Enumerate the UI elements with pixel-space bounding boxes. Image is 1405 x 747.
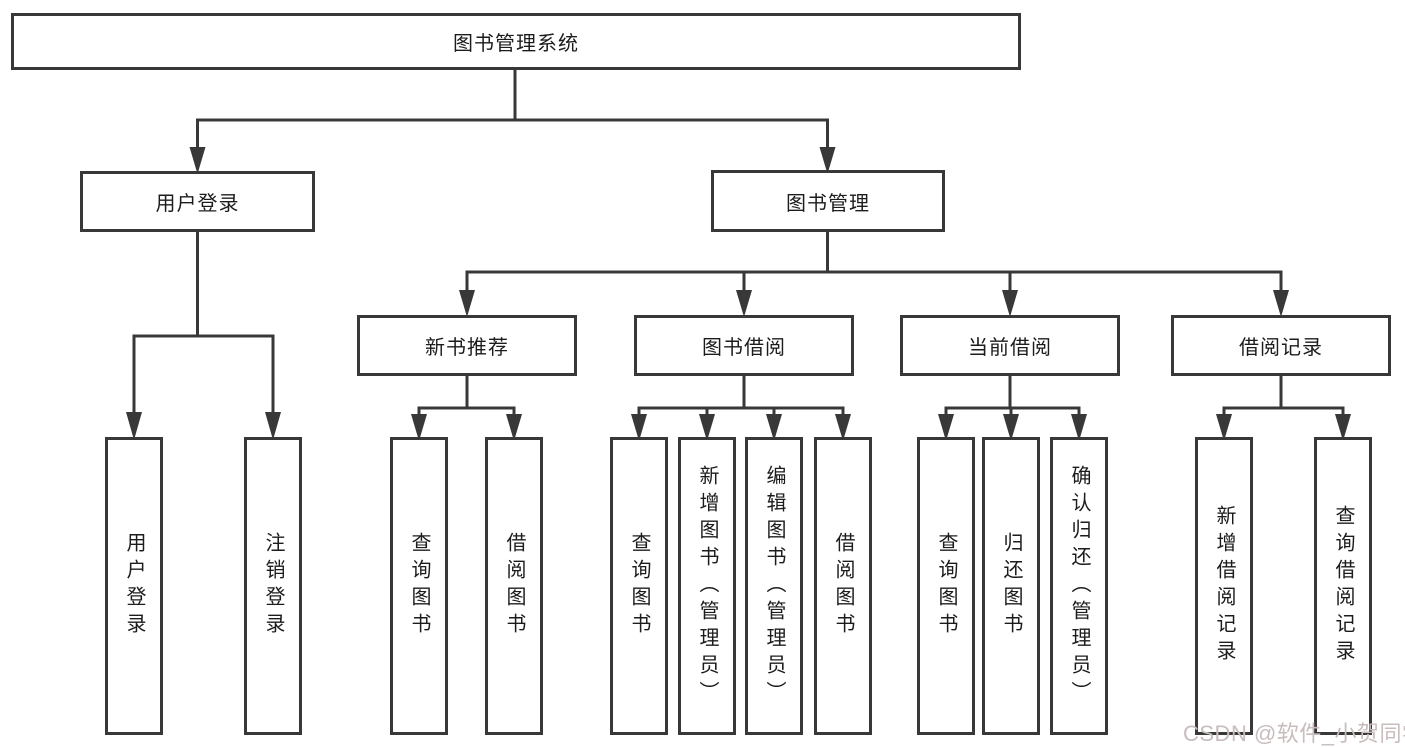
node-label: 借阅图书 bbox=[832, 532, 854, 640]
csdn-watermark: CSDN @软件_小贺同学 bbox=[1183, 721, 1405, 746]
leaf-borrow-books-recommend: 借阅图书 bbox=[485, 437, 543, 735]
node-current-borrowing: 当前借阅 bbox=[900, 315, 1120, 376]
node-label: 新增图书（管理员） bbox=[696, 464, 718, 708]
node-label: 查询图书 bbox=[935, 532, 957, 640]
node-label: 用户登录 bbox=[123, 532, 145, 640]
node-label: 借阅图书 bbox=[503, 532, 525, 640]
leaf-borrow-books: 借阅图书 bbox=[814, 437, 872, 735]
node-new-book-recommendation: 新书推荐 bbox=[357, 315, 577, 376]
node-label: 图书借阅 bbox=[702, 337, 786, 359]
node-label: 图书管理系统 bbox=[453, 33, 579, 55]
node-library-management-system: 图书管理系统 bbox=[11, 13, 1021, 70]
leaf-confirm-return-admin: 确认归还（管理员） bbox=[1050, 437, 1108, 735]
leaf-add-borrow-record: 新增借阅记录 bbox=[1195, 437, 1253, 735]
node-label: 确认归还（管理员） bbox=[1068, 464, 1090, 708]
node-label: 用户登录 bbox=[155, 193, 240, 215]
leaf-add-books-admin: 新增图书（管理员） bbox=[678, 437, 736, 735]
leaf-edit-books-admin: 编辑图书（管理员） bbox=[745, 437, 803, 735]
node-label: 当前借阅 bbox=[968, 337, 1052, 359]
node-book-management: 图书管理 bbox=[711, 170, 945, 232]
leaf-query-books-current: 查询图书 bbox=[917, 437, 975, 735]
node-label: 借阅记录 bbox=[1239, 337, 1323, 359]
node-label: 查询图书 bbox=[628, 532, 650, 640]
node-label: 新书推荐 bbox=[425, 337, 509, 359]
node-label: 注销登录 bbox=[262, 532, 284, 640]
leaf-return-books: 归还图书 bbox=[982, 437, 1040, 735]
node-book-borrowing: 图书借阅 bbox=[634, 315, 854, 376]
node-label: 图书管理 bbox=[786, 192, 870, 215]
leaf-query-books-recommend: 查询图书 bbox=[390, 437, 448, 735]
leaf-user-login: 用户登录 bbox=[105, 437, 163, 735]
leaf-query-books-borrow: 查询图书 bbox=[610, 437, 668, 735]
leaf-logout: 注销登录 bbox=[244, 437, 302, 735]
node-label: 归还图书 bbox=[1000, 532, 1022, 640]
node-label: 查询借阅记录 bbox=[1332, 505, 1354, 667]
node-borrowing-records: 借阅记录 bbox=[1171, 315, 1391, 376]
leaf-query-borrow-record: 查询借阅记录 bbox=[1314, 437, 1372, 735]
node-user-login: 用户登录 bbox=[80, 171, 315, 232]
node-label: 新增借阅记录 bbox=[1213, 505, 1235, 667]
node-label: 查询图书 bbox=[408, 532, 430, 640]
node-label: 编辑图书（管理员） bbox=[763, 464, 785, 708]
